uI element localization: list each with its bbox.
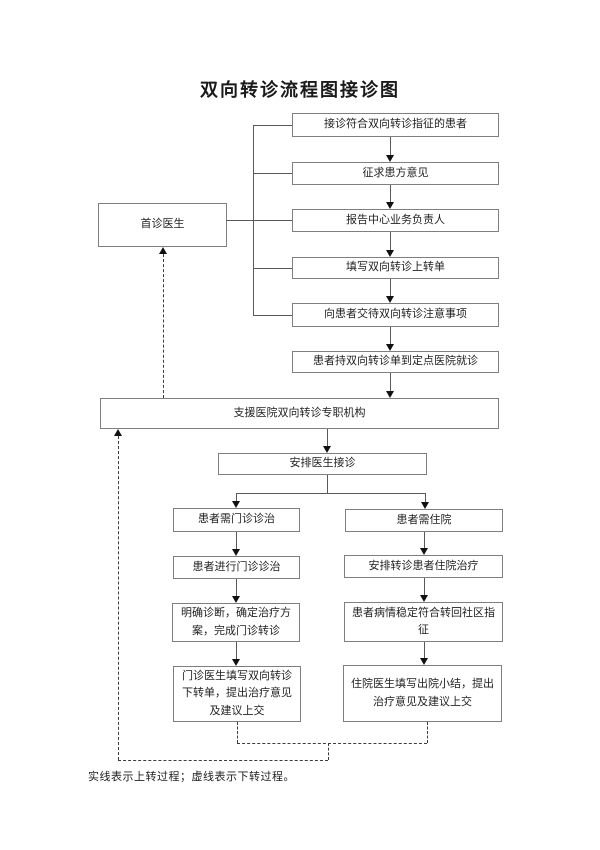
connector-branch-line: [253, 268, 292, 269]
flow-node-receive-patient: 接诊符合双向转诊指征的患者: [292, 113, 499, 137]
arrow-head-down: [386, 250, 394, 257]
arrow-head-down: [386, 296, 394, 303]
dashed-connector-line: [118, 436, 119, 760]
connector-branch-line: [253, 315, 292, 316]
connector-line: [236, 642, 237, 659]
arrow-head-down: [420, 548, 428, 555]
connector-line: [424, 532, 425, 548]
flow-node-report-manager: 报告中心业务负责人: [292, 209, 499, 232]
flow-node-need-inpatient: 患者需住院: [345, 509, 503, 532]
arrow-head-up: [159, 247, 167, 254]
connector-line: [390, 373, 391, 391]
connector-line: [390, 232, 391, 250]
flow-node-seek-opinion: 征求患方意见: [292, 162, 499, 185]
connector-line: [390, 137, 391, 155]
dashed-connector-line: [237, 743, 427, 744]
arrow-head-down: [323, 446, 331, 453]
dashed-connector-line: [328, 743, 329, 760]
connector-line: [390, 327, 391, 344]
flow-node-do-outpatient: 患者进行门诊诊治: [173, 556, 300, 579]
connector-line: [390, 185, 391, 202]
connector-line: [390, 279, 391, 296]
connector-branch-line: [253, 125, 292, 126]
connector-split-line: [236, 493, 425, 494]
dashed-connector-line: [118, 760, 328, 761]
arrow-head-down: [232, 596, 240, 603]
dashed-connector-line: [427, 722, 428, 743]
arrow-head-down: [421, 502, 429, 509]
arrow-head-up: [114, 429, 122, 436]
flow-node-arrange-inpatient: 安排转诊患者住院治疗: [344, 555, 503, 578]
flow-node-need-outpatient: 患者需门诊诊治: [173, 508, 300, 532]
connector-branch-line: [253, 173, 292, 174]
flow-node-first-doctor: 首诊医生: [98, 203, 227, 247]
flow-node-confirm-diagnosis: 明确诊断，确定治疗方案，完成门诊转诊: [172, 603, 300, 642]
page-title: 双向转诊流程图接诊图: [200, 80, 400, 100]
arrow-head-down: [420, 658, 428, 665]
connector-line: [327, 475, 328, 493]
flow-node-discharge-summary: 住院医生填写出院小结，提出治疗意见及建议上交: [343, 665, 502, 722]
connector-line: [424, 578, 425, 595]
flow-node-stable-condition: 患者病情稳定符合转回社区指征: [344, 602, 503, 642]
legend-text: 实线表示上转过程；虚线表示下转过程。: [88, 771, 295, 783]
arrow-head-down: [386, 155, 394, 162]
connector-line: [236, 532, 237, 549]
connector-line: [236, 579, 237, 596]
dashed-connector-line: [237, 722, 238, 743]
arrow-head-down: [386, 344, 394, 351]
flow-node-goto-hospital: 患者持双向转诊单到定点医院就诊: [292, 351, 499, 373]
arrow-head-down: [420, 595, 428, 602]
flow-node-arrange-doctor: 安排医生接诊: [218, 453, 427, 475]
connector-line: [327, 429, 328, 446]
arrow-head-down: [232, 659, 240, 666]
flow-node-fill-referral-form: 填写双向转诊上转单: [292, 257, 499, 279]
flow-node-referral-agency: 支援医院双向转诊专职机构: [100, 398, 499, 429]
arrow-head-down: [386, 202, 394, 209]
arrow-head-down: [386, 391, 394, 398]
arrow-head-down: [232, 549, 240, 556]
connector-line: [236, 493, 237, 501]
arrow-head-down: [232, 501, 240, 508]
dashed-connector-line: [163, 254, 164, 398]
connector-line: [424, 642, 425, 658]
connector-line: [425, 493, 426, 502]
flow-node-explain-notes: 向患者交待双向转诊注意事项: [292, 303, 499, 327]
flow-node-outpatient-downform: 门诊医生填写双向转诊下转单，提出治疗意见及建议上交: [173, 666, 301, 722]
connector-first-doctor-line: [226, 220, 292, 221]
